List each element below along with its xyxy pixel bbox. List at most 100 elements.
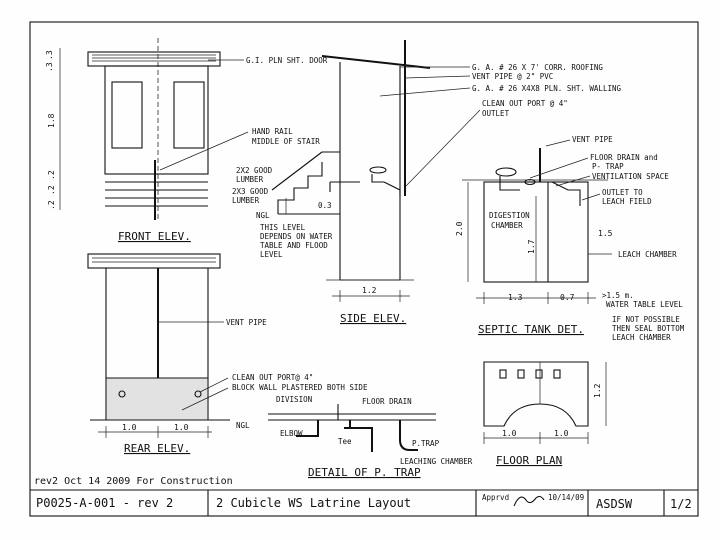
outlet-field-label: LEACH FIELD	[602, 197, 652, 206]
elbow-label: ELBOW	[280, 429, 303, 438]
side-elev-title: SIDE ELEV.	[340, 312, 406, 325]
cleanout-port-right	[194, 390, 202, 398]
revision-note: rev2 Oct 14 2009 For Construction	[34, 476, 233, 487]
septic-title: SEPTIC TANK DET.	[478, 323, 584, 336]
front-roof	[87, 51, 221, 67]
wall-label: G. A. # 26 X4X8 PLN. SHT. WALLING	[472, 84, 621, 93]
water-table-label: WATER TABLE LEVEL	[606, 300, 683, 309]
rear-vent-label: VENT PIPE	[226, 318, 267, 327]
septic-tank-detail: DIGESTION CHAMBER VENT PIPE FLOOR DRAIN …	[455, 135, 685, 342]
front-elevation: .3 .3 1.8 .2 .2 .2 G.I. PLN SHT. DOOR HA…	[45, 38, 328, 243]
level-note: THIS LEVEL	[260, 223, 306, 232]
side-elevation: 1.2 G. A. # 26 X 7' CORR. ROOFING VENT P…	[321, 40, 621, 325]
floor-dim-3: 1.2	[593, 383, 602, 398]
floor-dim-2: 1.0	[554, 429, 569, 438]
outlet-field-label: OUTLET TO	[602, 188, 643, 197]
toilet-bowl	[369, 166, 387, 174]
ventilation-label: VENTILATION SPACE	[592, 172, 669, 181]
septic-bowl	[495, 167, 517, 177]
floor-plan: 1.0 1.0 1.2 FLOOR PLAN	[483, 361, 607, 467]
dim-text: 1.8	[47, 113, 56, 128]
front-elev-title: FRONT ELEV.	[118, 230, 191, 243]
side-width-dim: 1.2	[362, 286, 377, 295]
dim-text: .2	[47, 185, 56, 195]
rear-roof	[87, 253, 221, 269]
tee-label: Tee	[338, 437, 352, 446]
rear-ngl: NGL	[236, 421, 250, 430]
floor-plan-title: FLOOR PLAN	[496, 454, 562, 467]
level-note: DEPENDS ON WATER	[260, 232, 333, 241]
depth-dim: 1.5	[598, 229, 613, 238]
dim-text: .3	[45, 62, 54, 72]
sheet-border	[29, 21, 699, 517]
floor-drain-opening	[499, 369, 507, 379]
stair-detail: 0.3 2X2 GOOD LUMBER 2X3 GOOD LUMBER NGL …	[232, 151, 340, 259]
rear-elevation: 1.0 1.0 VENT PIPE CLEAN OUT PORT@ 4" BLO…	[87, 253, 368, 455]
septic-vent-label: VENT PIPE	[572, 135, 613, 144]
side-roof	[321, 55, 431, 69]
approved-label: Apprvd	[482, 493, 509, 502]
door-label: G.I. PLN SHT. DOOR	[246, 56, 328, 65]
min-depth-label: >1.5 m.	[602, 291, 634, 300]
dim-text: .2	[47, 200, 56, 210]
dim-text: .3	[45, 50, 54, 60]
septic-width-2: 0.7	[560, 293, 575, 302]
front-door-left	[111, 81, 143, 149]
stair-dim: 0.3	[318, 201, 332, 210]
roof-label: G. A. # 26 X 7' CORR. ROOFING	[472, 63, 603, 72]
ptrap-label: P- TRAP	[592, 162, 624, 171]
ngl-label: NGL	[256, 211, 270, 220]
cleanout-label: CLEAN OUT PORT @ 4"	[482, 99, 568, 108]
floor-dim-1: 1.0	[502, 429, 517, 438]
handrail-label-2: MIDDLE OF STAIR	[252, 137, 320, 146]
vent-label: VENT PIPE @ 2" PVC	[472, 72, 553, 81]
block-wall	[105, 377, 209, 421]
lumber-label: LUMBER	[232, 196, 260, 205]
digestion-label: DIGESTION	[489, 211, 530, 220]
front-door-right	[173, 81, 205, 149]
level-note: LEVEL	[260, 250, 283, 259]
lumber-label: 2X3 GOOD	[232, 187, 269, 196]
inner-dim: 1.7	[527, 239, 536, 254]
approved-date: 10/14/09	[548, 493, 584, 502]
height-dim: 2.0	[455, 221, 464, 236]
seal-note: THEN SEAL BOTTOM	[612, 324, 685, 333]
outlet-label: OUTLET	[482, 109, 510, 118]
septic-width-1: 1.3	[508, 293, 523, 302]
cleanout-port-left	[118, 390, 126, 398]
seal-note: LEACH CHAMBER	[612, 333, 671, 342]
floor-drain-opening	[553, 369, 561, 379]
leaching-label: LEACHING CHAMBER	[400, 457, 473, 466]
drawing-number: P0025-A-001 - rev 2	[36, 496, 173, 510]
dim-text: .2	[47, 170, 56, 180]
level-note: TABLE AND FLOOD	[260, 241, 328, 250]
division-label: DIVISION	[276, 395, 312, 404]
rear-dim-2: 1.0	[174, 423, 189, 432]
floor-drain-opening	[517, 369, 525, 379]
leach-chamber-label: LEACH CHAMBER	[618, 250, 677, 259]
ptrap-detail: DIVISION FLOOR DRAIN ELBOW Tee P.TRAP LE…	[268, 395, 473, 479]
stair-steps	[277, 162, 323, 214]
ptrap-title: DETAIL OF P. TRAP	[308, 466, 421, 479]
rear-dim-1: 1.0	[122, 423, 137, 432]
floor-drain-opening	[535, 369, 543, 379]
rear-elev-title: REAR ELEV.	[124, 442, 190, 455]
ptrap-pipe	[399, 420, 418, 451]
handrail-label: HAND RAIL	[252, 127, 293, 136]
floor-drain-label: FLOOR DRAIN and	[590, 153, 658, 162]
sheet-number: 1/2	[670, 497, 692, 511]
lumber-label: 2X2 GOOD	[236, 166, 273, 175]
tee-pipe	[344, 420, 373, 452]
digestion-label: CHAMBER	[491, 221, 523, 230]
approval-signature	[513, 495, 545, 507]
lumber-label: LUMBER	[236, 175, 264, 184]
ptrap-label-detail: P.TRAP	[412, 439, 440, 448]
ptrap-floor-drain: FLOOR DRAIN	[362, 397, 412, 406]
stair-handrail	[271, 151, 323, 191]
drawing-description: 2 Cubicle WS Latrine Layout	[216, 496, 411, 510]
rear-cleanout-label: CLEAN OUT PORT@ 4"	[232, 373, 313, 382]
block-wall-label: BLOCK WALL PLASTERED BOTH SIDE	[232, 383, 368, 392]
org-name: ASDSW	[596, 497, 633, 511]
